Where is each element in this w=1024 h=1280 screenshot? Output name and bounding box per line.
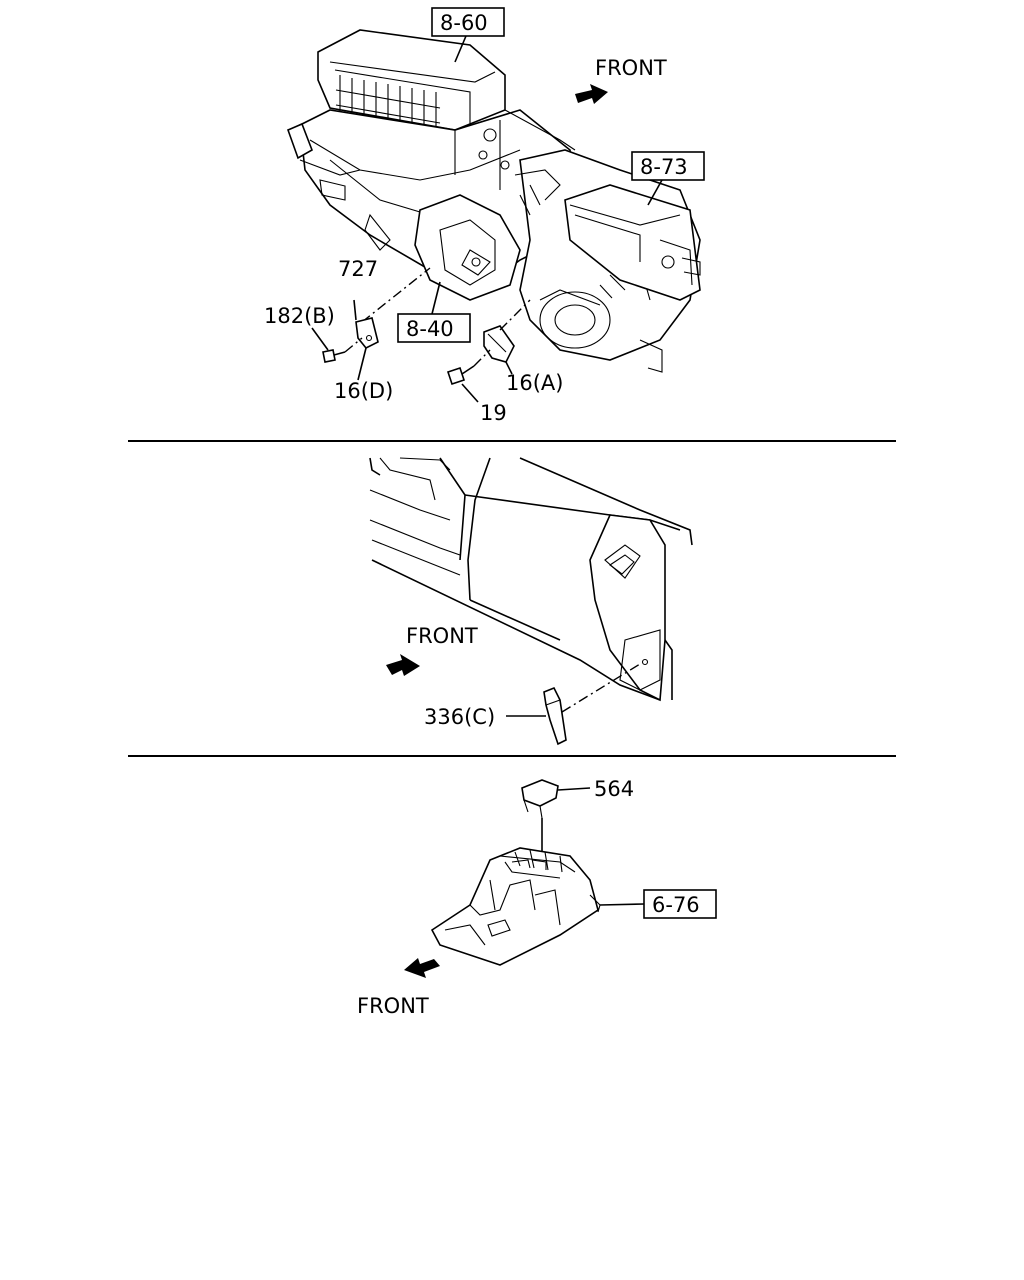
floor-console-drawing <box>430 847 601 966</box>
hvac-unit-drawing <box>286 29 701 373</box>
part-564-clip <box>521 779 559 819</box>
ref-label-8-60: 8-60 <box>440 11 488 35</box>
front-label-middle: FRONT <box>406 624 478 648</box>
part-19-screw <box>446 365 475 386</box>
front-arrow-middle <box>386 654 420 676</box>
ref-label-8-73: 8-73 <box>640 155 688 179</box>
part-label-16a: 16(A) <box>506 371 563 395</box>
part-727-pin <box>353 299 357 321</box>
front-arrow-bottom <box>404 958 440 978</box>
part-16a-bracket <box>483 325 515 363</box>
front-label-top: FRONT <box>595 56 667 80</box>
part-label-336c: 336(C) <box>424 705 495 729</box>
part-label-727: 727 <box>338 257 378 281</box>
instrument-panel-drawing <box>369 457 693 702</box>
ref-box-8-40 <box>397 313 471 343</box>
part-16d-bracket <box>355 317 379 350</box>
front-arrow-top <box>575 84 608 104</box>
ref-label-8-40: 8-40 <box>406 317 454 341</box>
part-label-16d: 16(D) <box>334 379 393 403</box>
ref-box-8-60 <box>431 7 505 37</box>
ref-box-6-76 <box>643 889 717 919</box>
part-336c-bracket <box>543 686 567 746</box>
front-label-bottom: FRONT <box>357 994 429 1018</box>
ref-label-6-76: 6-76 <box>652 893 700 917</box>
part-label-564: 564 <box>594 777 634 801</box>
ref-box-8-73 <box>631 151 705 181</box>
part-182b-screw <box>322 349 346 363</box>
part-label-19: 19 <box>480 401 507 425</box>
part-label-182b: 182(B) <box>264 304 335 328</box>
